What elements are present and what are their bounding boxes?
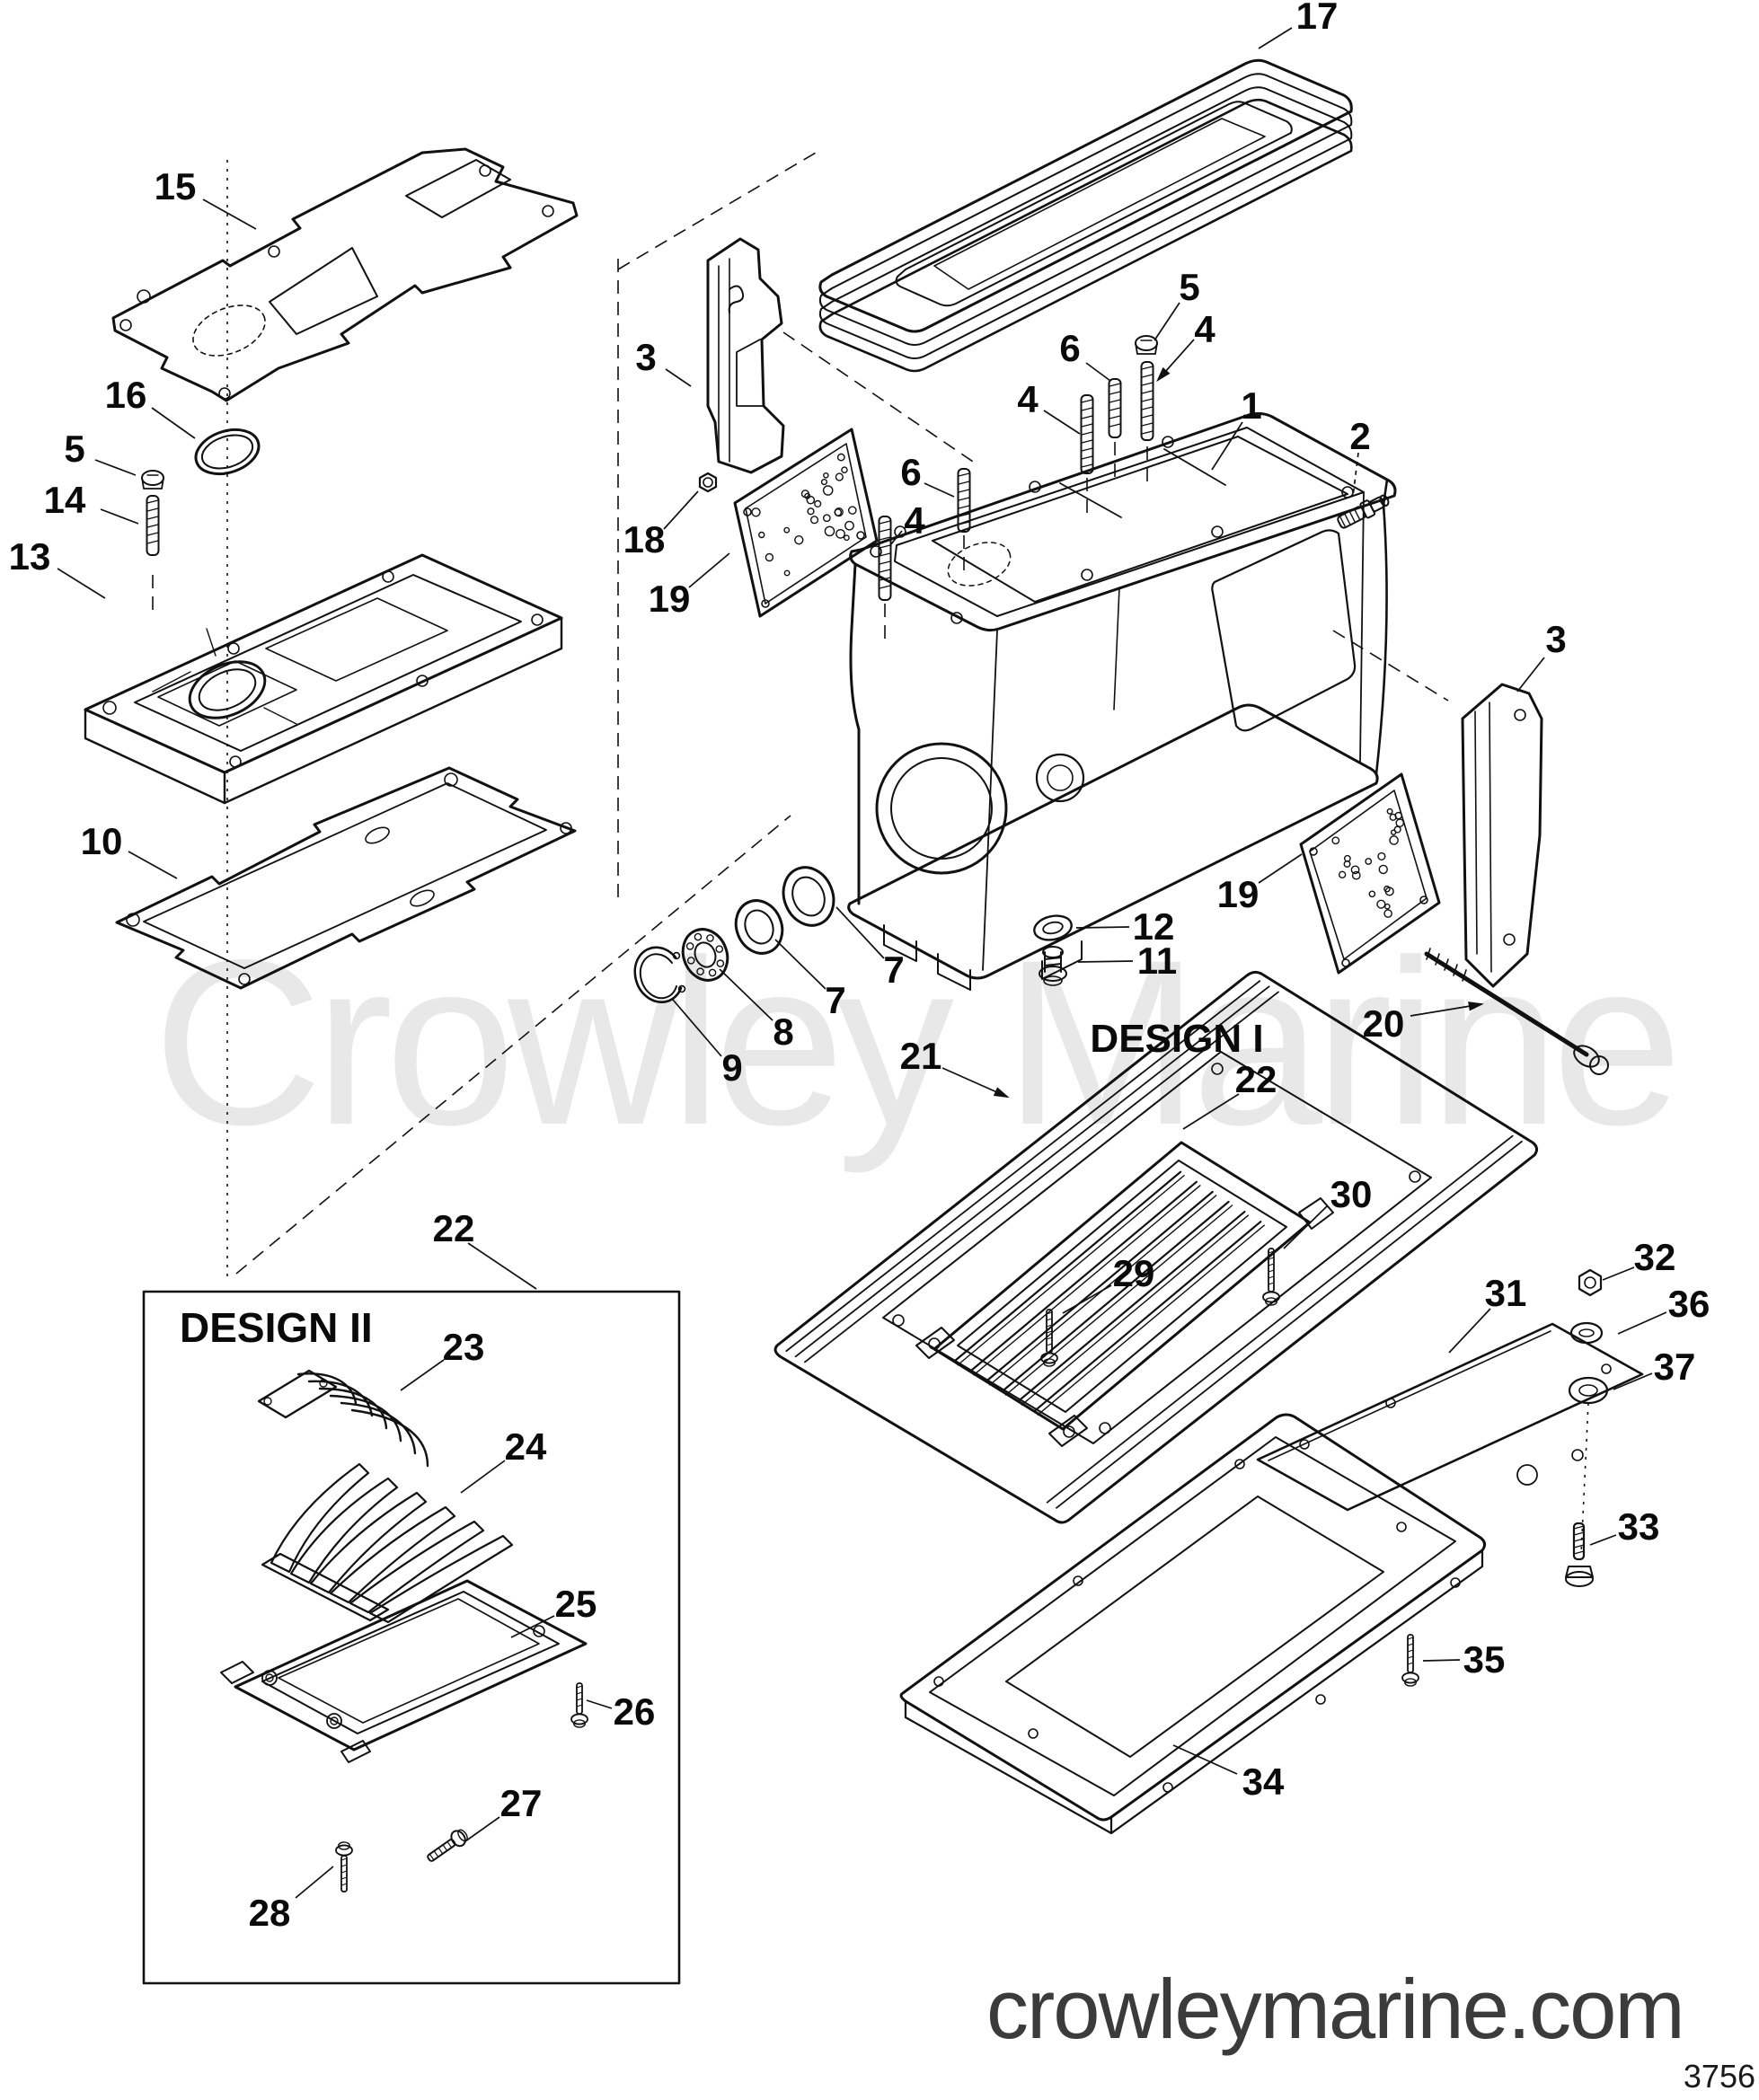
callout-37: 37	[1653, 1346, 1696, 1388]
callout-31: 31	[1484, 1272, 1527, 1314]
part-10-gasket	[115, 766, 577, 990]
part-9-snap-ring	[633, 946, 686, 1003]
callout-18: 18	[623, 518, 666, 560]
leader-lines	[57, 27, 1667, 1899]
footer-drawing-number: 3756	[1683, 2058, 1755, 2095]
callout-19: 19	[648, 578, 691, 620]
callout-4: 4	[904, 499, 925, 542]
callout-21: 21	[899, 1035, 942, 1077]
part-1-adapter-housing	[847, 411, 1397, 991]
callout-13: 13	[8, 535, 51, 578]
watermark-text: Crowley Marine	[153, 911, 1683, 1174]
part-19-plate-left	[733, 428, 879, 618]
callout-22: 22	[432, 1207, 475, 1249]
part-7-seal-inner	[734, 899, 784, 955]
callout-6: 6	[900, 451, 922, 493]
callout-3: 3	[1545, 618, 1567, 660]
callout-27: 27	[499, 1782, 543, 1824]
footer-site-text: crowleymarine.com	[986, 1962, 1685, 2056]
callout-26: 26	[613, 1690, 656, 1733]
callout-4: 4	[1194, 308, 1215, 350]
callout-5: 5	[64, 428, 85, 470]
callout-12: 12	[1132, 905, 1175, 948]
part-8-bearing	[681, 928, 729, 982]
part-17-cover	[818, 58, 1353, 373]
callout-9: 9	[721, 1046, 743, 1089]
callout-11: 11	[1136, 940, 1178, 982]
callout-24: 24	[504, 1425, 547, 1468]
part-11-fitting	[1039, 946, 1067, 986]
callout-19: 19	[1216, 873, 1260, 915]
part-34-bottom-plate	[899, 1413, 1487, 1835]
small-fasteners	[335, 1248, 1609, 1893]
part-13-exhaust-plate	[84, 553, 563, 805]
design-i-label: DESIGN I	[1090, 1017, 1264, 1061]
callout-6: 6	[1059, 327, 1081, 369]
callout-23: 23	[442, 1326, 485, 1368]
callout-7: 7	[825, 979, 846, 1021]
callout-20: 20	[1362, 1002, 1405, 1045]
callout-16: 16	[104, 374, 147, 416]
callout-1: 1	[1241, 384, 1262, 427]
callout-28: 28	[248, 1892, 291, 1934]
callout-8: 8	[773, 1010, 794, 1053]
part-20-bolt	[1424, 948, 1609, 1075]
part-3-bracket-right	[1461, 683, 1543, 988]
callout-35: 35	[1463, 1638, 1506, 1681]
part-31-plate	[1256, 1322, 1644, 1512]
callout-34: 34	[1242, 1760, 1285, 1803]
part-3-bracket-left	[706, 237, 785, 474]
callout-3: 3	[635, 336, 657, 378]
callout-29: 29	[1112, 1252, 1155, 1294]
callout-10: 10	[80, 820, 123, 862]
part-16-oring	[194, 428, 261, 476]
part-18-nut	[698, 472, 718, 493]
callout-30: 30	[1330, 1173, 1373, 1215]
callout-15: 15	[154, 165, 197, 207]
callout-5: 5	[1179, 266, 1200, 308]
callout-4: 4	[1017, 378, 1039, 420]
callout-7: 7	[883, 949, 905, 991]
design-ii-box	[142, 1290, 681, 1985]
part-15-gasket	[111, 147, 579, 402]
part-12-washer	[1033, 914, 1073, 941]
design-ii-label: DESIGN II	[180, 1304, 373, 1351]
callout-36: 36	[1667, 1283, 1710, 1325]
callout-32: 32	[1633, 1236, 1676, 1278]
callout-17: 17	[1295, 0, 1339, 37]
callout-2: 2	[1349, 415, 1371, 457]
part-7-seal-outer	[782, 866, 835, 927]
part-2-fitting	[1337, 494, 1390, 529]
part-22-grate-design1	[915, 1141, 1334, 1447]
callout-25: 25	[554, 1583, 597, 1625]
callout-33: 33	[1617, 1505, 1660, 1548]
callout-14: 14	[43, 479, 86, 521]
part-23-reed-plate	[257, 1369, 429, 1468]
part-19-plate-right	[1299, 772, 1441, 975]
part-25-tray	[220, 1579, 588, 1763]
part-24-reed-comb	[261, 1462, 514, 1624]
part-21-divider-plate	[773, 970, 1539, 1524]
callout-22: 22	[1234, 1058, 1277, 1100]
